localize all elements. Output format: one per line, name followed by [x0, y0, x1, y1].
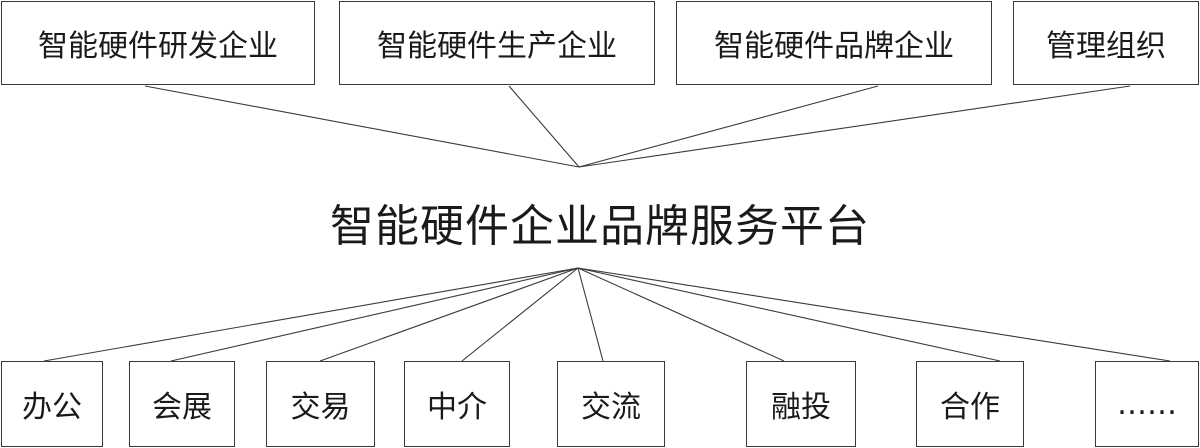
node-rd-enterprise: 智能硬件研发企业: [1, 1, 315, 85]
node-label: ……: [1117, 386, 1177, 422]
connector-bottom-5: [577, 267, 604, 362]
node-cooperation: 合作: [916, 361, 1024, 447]
node-office: 办公: [1, 361, 103, 447]
connector-top-4: [578, 85, 1131, 168]
connector-bottom-4: [461, 267, 579, 362]
node-label: 融投: [771, 390, 831, 425]
node-agency: 中介: [404, 361, 510, 447]
node-label: 办公: [22, 390, 82, 425]
node-label: 智能硬件研发企业: [38, 29, 278, 64]
connector-top-1: [144, 85, 580, 168]
node-label: 中介: [427, 390, 487, 425]
node-label: 管理组织: [1046, 29, 1166, 64]
node-label: 智能硬件生产企业: [377, 29, 617, 64]
node-label: 合作: [940, 390, 1000, 425]
connector-bottom-6: [577, 267, 785, 362]
node-trading: 交易: [266, 361, 375, 447]
connector-bottom-8: [577, 267, 1171, 362]
node-management-org: 管理组织: [1013, 1, 1199, 85]
node-label: 智能硬件品牌企业: [714, 29, 954, 64]
connector-bottom-1: [43, 267, 579, 362]
node-exchange: 交流: [557, 361, 665, 447]
connector-bottom-7: [577, 267, 1001, 362]
node-more: ……: [1095, 361, 1199, 447]
node-production-enterprise: 智能硬件生产企业: [339, 1, 655, 85]
connector-top-3: [578, 85, 879, 168]
connector-bottom-3: [319, 267, 579, 362]
connector-bottom-2: [170, 267, 579, 362]
node-label: 会展: [152, 390, 212, 425]
node-brand-enterprise: 智能硬件品牌企业: [676, 1, 992, 85]
node-exhibition: 会展: [129, 361, 235, 447]
node-label: 交易: [290, 390, 351, 425]
platform-title: 智能硬件企业品牌服务平台: [330, 201, 870, 252]
connector-top-2: [508, 85, 580, 168]
node-financing: 融投: [746, 361, 856, 447]
node-label: 交流: [581, 390, 641, 425]
